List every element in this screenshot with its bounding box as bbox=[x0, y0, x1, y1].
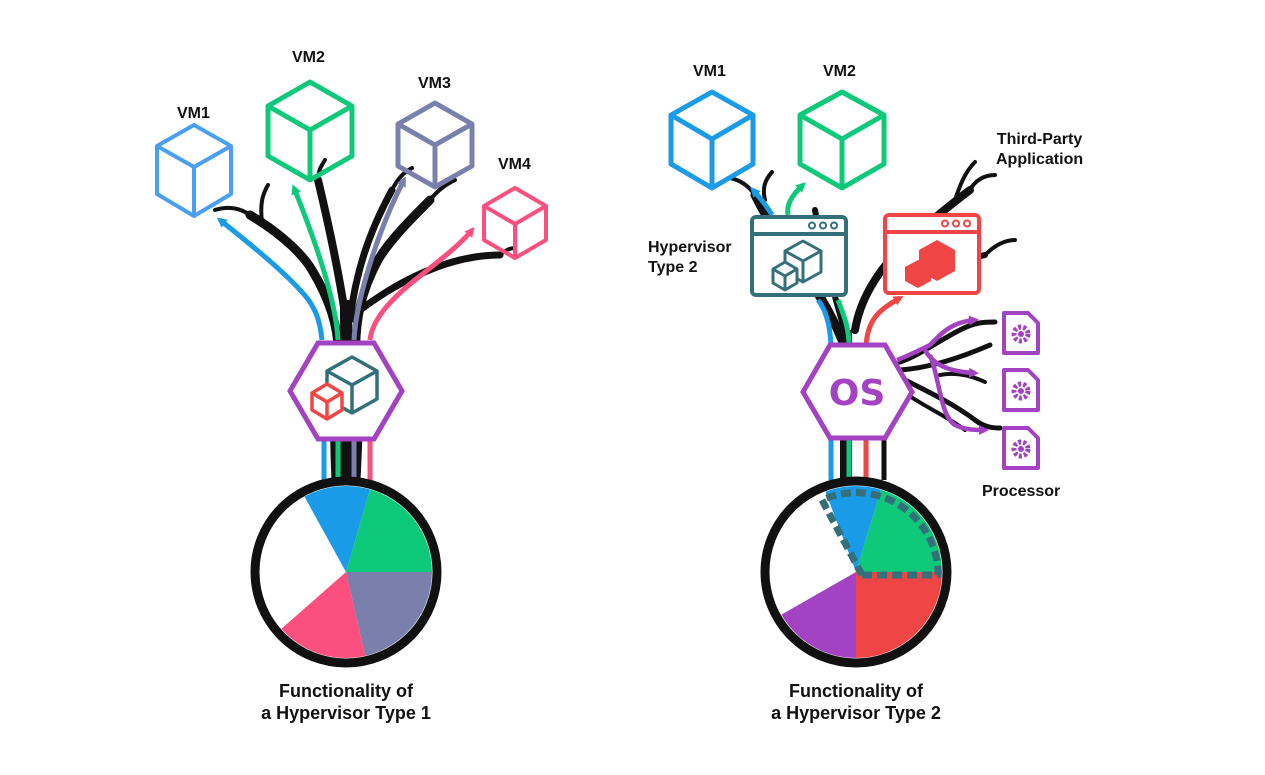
pie-chart-type1 bbox=[250, 476, 442, 668]
process-document-gear-icon bbox=[1002, 368, 1040, 412]
pie-slice-green bbox=[346, 486, 432, 572]
type1-caption: Functionality of a Hypervisor Type 1 bbox=[246, 680, 446, 724]
vm2-label: VM2 bbox=[292, 49, 325, 66]
os-label: OS bbox=[829, 373, 886, 414]
vm4-label: VM4 bbox=[498, 156, 531, 173]
app-window-icon bbox=[750, 215, 848, 297]
pie-slice-blue bbox=[824, 486, 882, 572]
vm2-label-right: VM2 bbox=[823, 63, 856, 80]
vm1-label-right: VM1 bbox=[693, 63, 726, 80]
vm3-label: VM3 bbox=[418, 75, 451, 92]
hypervisor-type2-label: Hypervisor Type 2 bbox=[648, 238, 732, 278]
cubes-icon bbox=[771, 239, 823, 292]
process-document-gear-icon bbox=[1002, 311, 1040, 355]
cubes-icon bbox=[310, 355, 379, 421]
cubes-icon bbox=[905, 240, 955, 288]
hypervisor-line2: Type 2 bbox=[648, 259, 698, 276]
process-document-gear-icon bbox=[1002, 426, 1040, 470]
vm-cube-icon bbox=[155, 123, 233, 218]
type2-caption: Functionality of a Hypervisor Type 2 bbox=[746, 680, 966, 724]
vm-cube-icon bbox=[482, 186, 548, 260]
third-party-line2: Application bbox=[996, 151, 1084, 168]
third-party-application-label: Third-Party Application bbox=[996, 130, 1083, 170]
type2-caption-line1: Functionality of bbox=[789, 681, 923, 701]
vm-cube-icon bbox=[797, 89, 887, 191]
type2-caption-line2: a Hypervisor Type 2 bbox=[771, 703, 941, 723]
hypervisor-hexagon-icon bbox=[287, 340, 405, 442]
pie-slice-blue bbox=[303, 486, 371, 572]
third-party-line1: Third-Party bbox=[996, 131, 1083, 148]
vm1-label: VM1 bbox=[177, 105, 210, 122]
pie-slice-slate bbox=[346, 572, 432, 658]
pie-chart-type2 bbox=[760, 476, 952, 668]
pie-slice-red bbox=[856, 572, 942, 658]
type1-caption-line2: a Hypervisor Type 1 bbox=[261, 703, 431, 723]
hypervisor-line1: Hypervisor bbox=[648, 239, 732, 256]
processor-label: Processor bbox=[982, 483, 1061, 500]
type1-caption-line1: Functionality of bbox=[279, 681, 413, 701]
app-window-icon bbox=[883, 213, 981, 295]
pie-slice-green bbox=[856, 486, 942, 572]
vm-cube-icon bbox=[395, 100, 475, 190]
os-hexagon-icon: OS bbox=[800, 342, 915, 441]
hypervisor-share-outline bbox=[818, 489, 942, 579]
pie-slice-pink bbox=[280, 572, 366, 658]
vm-cube-icon bbox=[668, 89, 756, 191]
vm-cube-icon bbox=[265, 79, 355, 183]
